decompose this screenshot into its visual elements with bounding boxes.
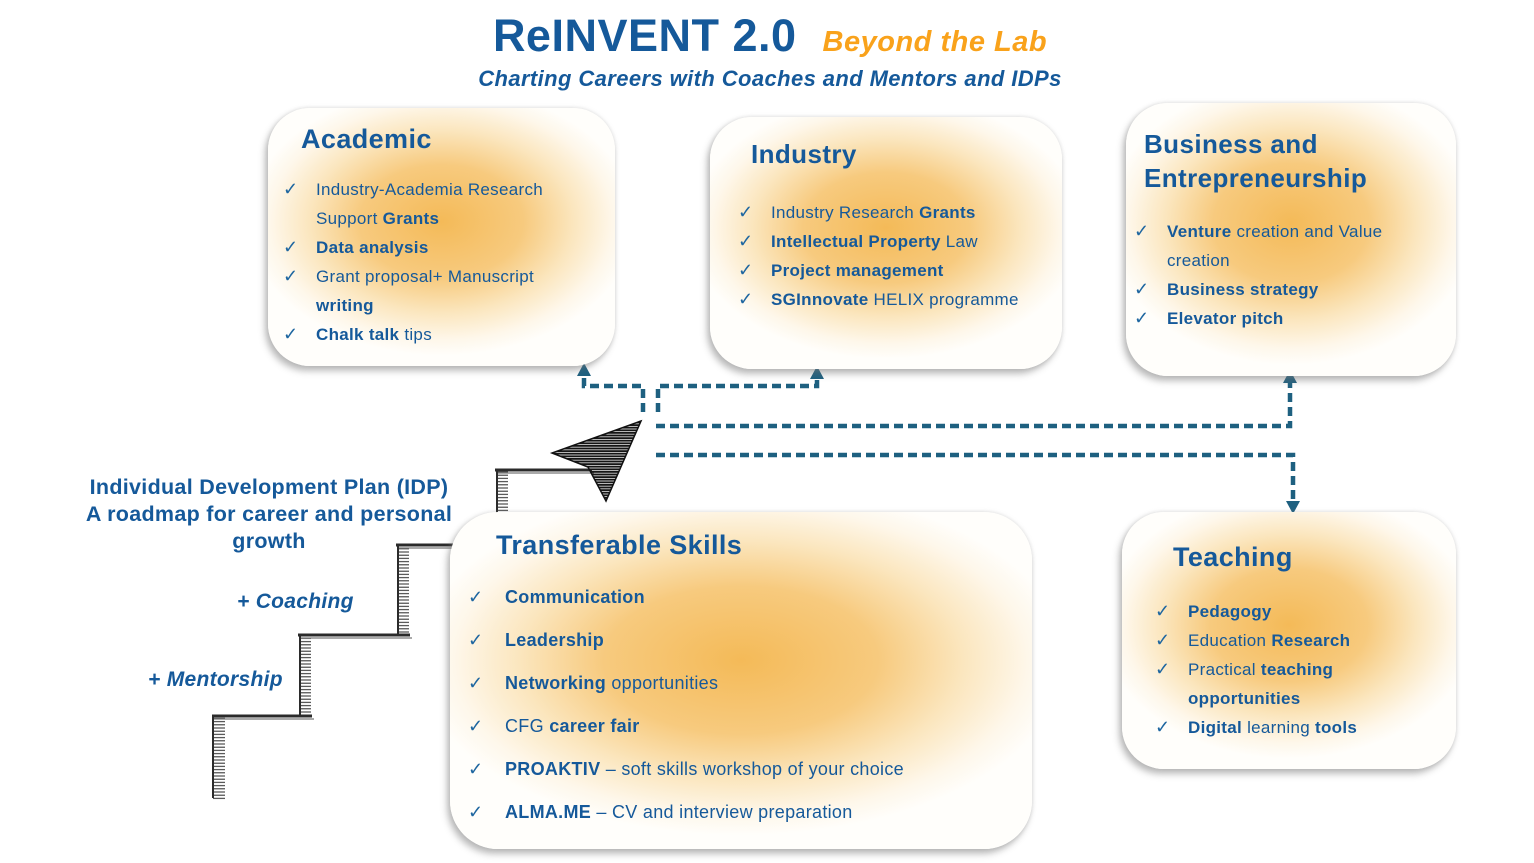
box-item-text: Venture creation and Value creation bbox=[1167, 222, 1383, 270]
check-icon: ✓ bbox=[1155, 601, 1171, 621]
box-item-text: Elevator pitch bbox=[1167, 309, 1284, 328]
box-item-text: PROAKTIV – soft skills workshop of your … bbox=[505, 759, 904, 779]
check-icon: ✓ bbox=[283, 179, 299, 199]
box-item-text: Practical teaching opportunities bbox=[1188, 660, 1334, 708]
box-item-text: Chalk talk tips bbox=[316, 325, 432, 344]
business-box-items: ✓ Venture creation and Value creation ✓ Bus… bbox=[1134, 217, 1456, 333]
check-icon: ✓ bbox=[1134, 221, 1150, 241]
box-item-text: CFG career fair bbox=[505, 716, 640, 736]
academic-box: Academic ✓ Industry-Academia Research Sup… bbox=[268, 108, 615, 366]
connector-business bbox=[656, 380, 1293, 429]
check-icon: ✓ bbox=[468, 673, 484, 693]
box-item: ✓ Industry-Academia Research Support Gran… bbox=[283, 175, 615, 233]
idp-heading: Individual Development Plan (IDP) A road… bbox=[85, 475, 453, 553]
box-item: ✓ PROAKTIV – soft skills workshop of your… bbox=[468, 755, 1032, 784]
box-item: ✓ Pedagogy bbox=[1155, 597, 1456, 626]
box-item-text: Digital learning tools bbox=[1188, 718, 1358, 737]
coaching-label: + Coaching bbox=[237, 590, 354, 613]
box-item-text: Industry-Academia Research Support Grant… bbox=[316, 180, 544, 228]
idp-arrow bbox=[549, 419, 643, 503]
box-item-text: Leadership bbox=[505, 630, 605, 650]
check-icon: ✓ bbox=[468, 630, 484, 650]
box-item: ✓ Practical teaching opportunities bbox=[1155, 655, 1456, 713]
box-item-text: Networking opportunities bbox=[505, 673, 719, 693]
box-item-text: Project management bbox=[771, 261, 944, 280]
business-box: Business and Entrepreneurship ✓ Venture c… bbox=[1126, 103, 1456, 376]
box-item-text: Education Research bbox=[1188, 631, 1351, 650]
box-item: ✓ Leadership bbox=[468, 626, 1032, 655]
slide-title: ReINVENT 2.0 bbox=[492, 10, 797, 61]
box-item-text: Data analysis bbox=[316, 238, 429, 257]
connector-academic bbox=[581, 373, 646, 412]
box-item-text: Industry Research Grants bbox=[771, 203, 976, 222]
academic-box-title: Academic bbox=[301, 124, 432, 154]
transferable-skills-box-title: Transferable Skills bbox=[496, 530, 743, 560]
check-icon: ✓ bbox=[283, 266, 299, 286]
transferable-skills-box-items: ✓ Communication ✓ Leadership ✓ Networking opp… bbox=[468, 583, 1032, 827]
box-item: ✓ Chalk talk tips bbox=[283, 320, 615, 349]
slide-header: ReINVENT 2.0 Beyond the Lab Charting Car… bbox=[400, 10, 1140, 92]
box-item-text: ALMA.ME – CV and interview preparation bbox=[505, 802, 853, 822]
box-item: ✓ CFG career fair bbox=[468, 712, 1032, 741]
check-icon: ✓ bbox=[1155, 659, 1171, 679]
check-icon: ✓ bbox=[283, 324, 299, 344]
box-item-text: Grant proposal+ Manuscript writing bbox=[316, 267, 535, 315]
box-item-text: Pedagogy bbox=[1188, 602, 1272, 621]
connector-teaching-arrowhead bbox=[1286, 501, 1300, 514]
check-icon: ✓ bbox=[738, 289, 754, 309]
box-item: ✓ Project management bbox=[738, 256, 1062, 285]
check-icon: ✓ bbox=[468, 759, 484, 779]
check-icon: ✓ bbox=[468, 716, 484, 736]
box-item: ✓ ALMA.ME – CV and interview preparation bbox=[468, 798, 1032, 827]
connector-industry-arrowhead bbox=[810, 366, 824, 379]
box-item: ✓ Industry Research Grants bbox=[738, 198, 1062, 227]
connector-industry bbox=[655, 376, 820, 412]
check-icon: ✓ bbox=[738, 202, 754, 222]
check-icon: ✓ bbox=[738, 260, 754, 280]
industry-box-items: ✓ Industry Research Grants ✓ Intellectual P… bbox=[738, 198, 1062, 314]
check-icon: ✓ bbox=[738, 231, 754, 251]
academic-box-items: ✓ Industry-Academia Research Support Gran… bbox=[283, 175, 615, 349]
check-icon: ✓ bbox=[1134, 308, 1150, 328]
box-item: ✓ Grant proposal+ Manuscript writing bbox=[283, 262, 615, 320]
box-item-text: Communication bbox=[505, 587, 645, 607]
box-item: ✓ Digital learning tools bbox=[1155, 713, 1456, 742]
check-icon: ✓ bbox=[1155, 630, 1171, 650]
mentorship-label: + Mentorship bbox=[148, 668, 283, 691]
box-item-text: Business strategy bbox=[1167, 280, 1319, 299]
connector-academic-arrowhead bbox=[577, 363, 591, 376]
check-icon: ✓ bbox=[468, 587, 484, 607]
slide-tagline: Beyond the Lab bbox=[822, 26, 1048, 58]
teaching-box-items: ✓ Pedagogy ✓ Education Research ✓ Practical t… bbox=[1155, 597, 1456, 742]
industry-box: Industry ✓ Industry Research Grants ✓ Intel… bbox=[710, 117, 1062, 369]
business-box-title: Business and Entrepreneurship bbox=[1144, 129, 1368, 193]
box-item: ✓ Education Research bbox=[1155, 626, 1456, 655]
box-item: ✓ Data analysis bbox=[283, 233, 615, 262]
check-icon: ✓ bbox=[468, 802, 484, 822]
box-item: ✓ SGInnovate HELIX programme bbox=[738, 285, 1062, 314]
check-icon: ✓ bbox=[283, 237, 299, 257]
connector-business-arrowhead bbox=[1283, 370, 1297, 383]
box-item: ✓ Business strategy bbox=[1134, 275, 1456, 304]
transferable-skills-box: Transferable Skills ✓ Communication ✓ Leade… bbox=[450, 512, 1032, 849]
check-icon: ✓ bbox=[1134, 279, 1150, 299]
teaching-box-title: Teaching bbox=[1173, 542, 1293, 572]
box-item: ✓ Networking opportunities bbox=[468, 669, 1032, 698]
box-item: ✓ Venture creation and Value creation bbox=[1134, 217, 1456, 275]
box-item-text: SGInnovate HELIX programme bbox=[771, 290, 1019, 309]
slide-subtitle: Charting Careers with Coaches and Mentor… bbox=[478, 66, 1062, 91]
connector-teaching bbox=[656, 452, 1296, 504]
box-item: ✓ Elevator pitch bbox=[1134, 304, 1456, 333]
box-item: ✓ Intellectual Property Law bbox=[738, 227, 1062, 256]
box-item-text: Intellectual Property Law bbox=[771, 232, 978, 251]
teaching-box: Teaching ✓ Pedagogy ✓ Education Research ✓ Pr… bbox=[1122, 512, 1456, 769]
industry-box-title: Industry bbox=[751, 139, 857, 169]
box-item: ✓ Communication bbox=[468, 583, 1032, 612]
check-icon: ✓ bbox=[1155, 717, 1171, 737]
